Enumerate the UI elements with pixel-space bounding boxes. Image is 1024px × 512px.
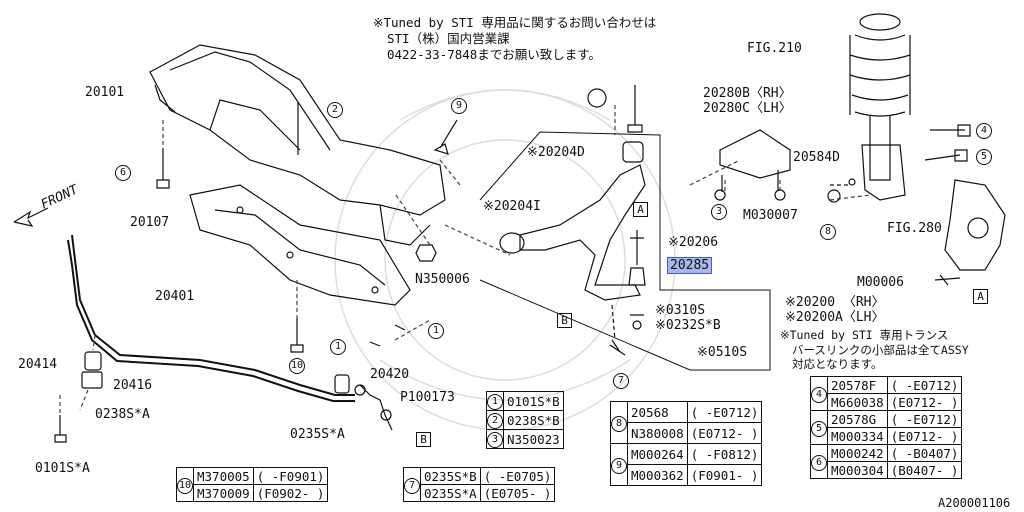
sti-notice-line-2: STI（株）国内営業課 (387, 31, 510, 46)
table-row: M660038(E0712- ) (811, 393, 963, 411)
stabilizer-bar-shape (67, 234, 355, 402)
callout-9[interactable]: 9 (451, 98, 467, 114)
label-arm-rear-bush[interactable]: ※20204I (483, 199, 541, 214)
callout-7[interactable]: 7 (613, 373, 629, 389)
label-bolt-0235[interactable]: 0235S*A (290, 427, 345, 442)
sti-notice-line-1: ※Tuned by STI 専用品に関するお問い合わせは (373, 15, 657, 30)
label-bolt-0510[interactable]: ※0510S (697, 345, 748, 360)
lower-arm-shape (499, 141, 646, 301)
front-arrow (13, 207, 49, 227)
callout-3[interactable]: 3 (711, 204, 727, 220)
table-row: M370009(F0902- ) (177, 484, 329, 502)
label-knuckle-bolt[interactable]: M00006 (857, 275, 904, 290)
label-support-plate[interactable]: 20107 (130, 215, 170, 230)
box-a-arm[interactable]: A (633, 202, 648, 217)
strut-assembly-shape (849, 13, 911, 201)
arm-region-outline (479, 131, 771, 371)
label-strut[interactable]: FIG.210 (747, 41, 802, 56)
callout-10[interactable]: 10 (289, 358, 305, 374)
label-cotter[interactable]: ※0310S (655, 303, 706, 318)
box-b-arm[interactable]: B (557, 313, 572, 328)
table-row: M000362(F0901- ) (611, 464, 763, 486)
arm-note-1: ※Tuned by STI 専用トランス (780, 328, 949, 342)
box-b-link[interactable]: B (416, 432, 431, 447)
callout-6[interactable]: 6 (115, 165, 131, 181)
callout-1a[interactable]: 1 (428, 323, 444, 339)
label-arm-front-bush[interactable]: ※20204D (527, 145, 585, 160)
label-ball-joint-nut[interactable]: ※20206 (668, 235, 719, 250)
label-clamp[interactable]: 20416 (113, 378, 153, 393)
label-bolt-0101[interactable]: 0101S*A (35, 461, 90, 476)
crossmember-shape (149, 44, 446, 246)
sti-notice-line-3: 0422-33-7848までお願い致します。 (387, 47, 602, 62)
label-link[interactable]: 20420 (370, 367, 410, 382)
label-nut-n[interactable]: N350006 (415, 272, 470, 287)
drawing-number: A200001106 (938, 496, 1011, 510)
label-strut-bolt[interactable]: 20584D (793, 150, 840, 165)
strut-mount-shape (714, 129, 791, 201)
label-stabilizer[interactable]: 20401 (155, 289, 195, 304)
table-row: 0235S*A(E0705- ) (404, 484, 556, 502)
bolt-shapes (54, 102, 458, 443)
callout-8[interactable]: 8 (820, 224, 836, 240)
arm-note-2: バースリンクの小部品は全てASSY (792, 343, 969, 357)
label-mount-lh[interactable]: 20280C〈LH〉 (703, 101, 792, 116)
label-arm-lh[interactable]: ※20200A〈LH〉 (785, 310, 885, 325)
label-nut-0232[interactable]: ※0232S*B (655, 318, 721, 333)
label-nut-p[interactable]: P100173 (400, 390, 455, 405)
label-arm-rh[interactable]: ※20200 〈RH〉 (785, 295, 885, 310)
callout-4[interactable]: 4 (976, 123, 992, 139)
arm-note-3: 対応となります。 (792, 357, 883, 371)
callout-5[interactable]: 5 (976, 149, 992, 165)
knuckle-shape (944, 179, 1006, 271)
label-mount-bolt[interactable]: M030007 (743, 208, 798, 223)
table-row: N380008(E0712- ) (611, 422, 763, 444)
box-a-knuckle[interactable]: A (973, 289, 988, 304)
clamp-shape (81, 371, 103, 389)
label-mount-rh[interactable]: 20280B〈RH〉 (703, 86, 792, 101)
callout-2[interactable]: 2 (327, 102, 343, 118)
label-knuckle[interactable]: FIG.280 (887, 221, 942, 236)
label-washer[interactable]: 0238S*A (95, 407, 150, 422)
support-plate-shape (189, 184, 411, 306)
bushing-shape (84, 351, 102, 371)
callout-1b[interactable]: 1 (330, 339, 346, 355)
table-row: M000334(E0712- ) (811, 427, 963, 445)
label-crossmember[interactable]: 20101 (85, 85, 125, 100)
label-bushing[interactable]: 20414 (18, 357, 58, 372)
table-row: M000304(B0407- ) (811, 461, 963, 479)
label-ball-joint-cover[interactable]: 20285 (666, 257, 713, 274)
